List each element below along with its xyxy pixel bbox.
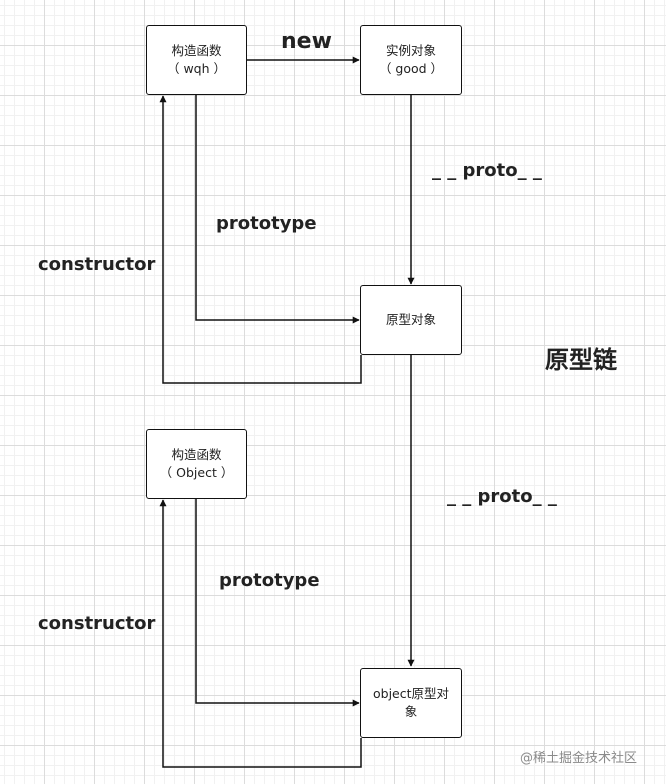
object-prototype-node: object原型对 象 xyxy=(360,668,462,738)
prototype-label-upper: prototype xyxy=(216,213,317,234)
constructor-label-upper: constructor xyxy=(38,254,156,275)
node-sublabel: （ wqh ） xyxy=(166,61,227,76)
constructor-object-node: 构造函数 （ Object ） xyxy=(146,429,247,499)
node-label: 构造函数 xyxy=(171,43,222,58)
node-sublabel: 象 xyxy=(404,704,418,719)
new-label: new xyxy=(281,29,332,54)
constructor-wqh-node: 构造函数 （ wqh ） xyxy=(146,25,247,95)
proto-label-lower: _ _ proto_ _ xyxy=(447,486,557,507)
arrow-constructor-lower xyxy=(159,499,362,768)
node-label: 构造函数 xyxy=(171,447,222,462)
arrow-prototype-upper xyxy=(195,95,360,324)
watermark: @稀土掘金技术社区 xyxy=(520,751,638,766)
arrow-constructor-upper xyxy=(159,95,362,384)
node-label: object原型对 xyxy=(372,686,450,701)
node-label: 实例对象 xyxy=(385,43,436,58)
constructor-label-lower: constructor xyxy=(38,613,156,634)
arrow-prototype-lower xyxy=(195,499,360,707)
instance-good-node: 实例对象 （ good ） xyxy=(360,25,462,95)
node-label: 原型对象 xyxy=(385,312,436,327)
diagram-title: 原型链 xyxy=(545,346,617,374)
node-sublabel: （ Object ） xyxy=(159,465,234,480)
proto-label-upper: _ _ proto_ _ xyxy=(432,160,542,181)
prototype-object-node: 原型对象 xyxy=(360,285,462,355)
prototype-label-lower: prototype xyxy=(219,570,320,591)
node-sublabel: （ good ） xyxy=(378,61,444,76)
